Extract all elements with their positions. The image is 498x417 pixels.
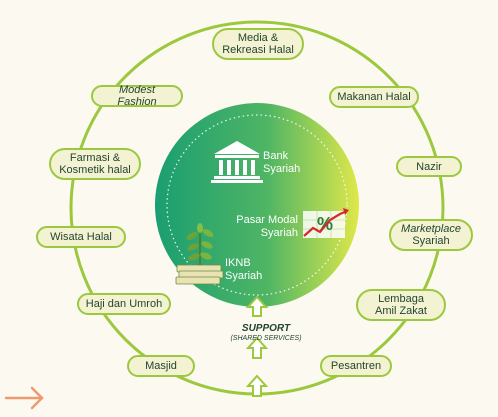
pill-label-line1: Media & — [237, 32, 279, 44]
right-arrow-icon — [4, 386, 44, 410]
pill-label-line1: Lembaga — [378, 293, 424, 305]
pill-label: Makanan Halal — [337, 91, 411, 103]
pill-haji-umroh[interactable]: Haji dan Umroh — [77, 293, 171, 315]
center-dotted-ring — [166, 114, 348, 296]
label-iknb-syariah: IKNB Syariah — [225, 257, 262, 283]
pill-wisata-halal[interactable]: Wisata Halal — [36, 226, 126, 248]
pill-label: Masjid — [145, 360, 177, 372]
support-title: SUPPORT — [241, 323, 291, 334]
label-line1: Bank — [263, 150, 289, 162]
pill-label: Haji dan Umroh — [85, 298, 163, 310]
pill-modest-fashion[interactable]: Modest Fashion — [91, 84, 183, 108]
support-subtitle: (SHARED SERVICES) — [230, 335, 302, 342]
pill-makanan-halal[interactable]: Makanan Halal — [329, 86, 419, 108]
support-label: SUPPORT (SHARED SERVICES) — [226, 323, 306, 342]
svg-text:%: % — [317, 214, 333, 234]
bank-building-icon — [211, 141, 263, 183]
stock-chart-icon: % — [303, 208, 349, 238]
pill-media-rekreasi-halal[interactable]: Media &Rekreasi Halal — [212, 28, 304, 60]
pill-label: Nazir — [416, 160, 442, 173]
pill-label-line2: Rekreasi Halal — [222, 44, 294, 56]
pill-label: Pesantren — [330, 360, 382, 372]
pill-label: Modest Fashion — [117, 84, 157, 108]
pill-label-line1: Marketplace — [401, 223, 461, 235]
label-line2: Syariah — [225, 270, 263, 282]
pill-label-line2: Syariah — [412, 235, 450, 247]
label-line1: IKNB — [225, 257, 251, 269]
pill-nazir[interactable]: Nazir — [396, 156, 462, 177]
label-line2: Syariah — [260, 227, 298, 239]
pill-farmasi-kosmetik[interactable]: Farmasi &Kosmetik halal — [49, 148, 141, 180]
plant-money-icon — [175, 223, 224, 285]
pill-masjid[interactable]: Masjid — [127, 355, 195, 377]
label-line1: Pasar Modal — [236, 214, 298, 226]
pill-label-line2: Kosmetik halal — [59, 164, 131, 176]
pill-label-line2: Amil Zakat — [375, 305, 427, 317]
pill-label-line1: Farmasi & — [69, 152, 121, 164]
pill-label: Wisata Halal — [50, 231, 112, 243]
label-bank-syariah: Bank Syariah — [263, 150, 300, 176]
label-line2: Syariah — [263, 163, 301, 175]
pill-pesantren[interactable]: Pesantren — [320, 355, 392, 377]
label-pasar-modal-syariah: Pasar Modal Syariah — [236, 214, 298, 240]
up-arrow-icon — [245, 295, 269, 397]
